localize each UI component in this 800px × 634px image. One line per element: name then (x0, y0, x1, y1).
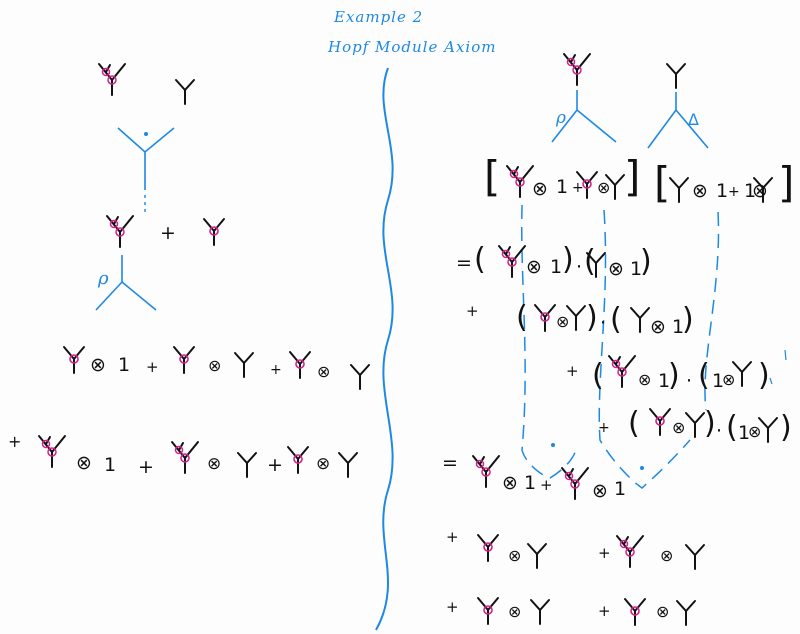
dot-product: · (600, 312, 607, 334)
right-paren: ) (704, 406, 716, 441)
plus-sign: + (598, 420, 610, 436)
tensor-symbol: ⊗ (90, 354, 106, 376)
plus-sign: + (598, 602, 611, 620)
tensor-symbol: ⊗ (316, 454, 331, 474)
tensor-symbol: ⊗ (526, 256, 542, 278)
tensor-symbol: ⊗ (317, 362, 331, 381)
plus-sign: + (146, 358, 159, 376)
one-symbol: 1 (716, 180, 729, 202)
dot-product: · (686, 370, 693, 392)
tensor-symbol: ⊗ (508, 602, 522, 621)
plus-sign: + (8, 432, 22, 451)
rho-label: ρ (556, 108, 566, 128)
plus-sign: + (267, 454, 283, 476)
plus-sign: + (540, 476, 553, 494)
tensor-symbol: ⊗ (672, 418, 686, 437)
plus-sign: + (466, 302, 479, 320)
one-symbol: 1 (658, 370, 671, 392)
one-symbol: 1 (104, 454, 117, 476)
plus-sign: + (566, 362, 579, 380)
dot-product: · (576, 256, 583, 278)
plus-sign: + (446, 528, 459, 546)
right-bracket: ] (624, 152, 641, 201)
tensor-symbol: ⊗ (660, 546, 674, 565)
rho-label: ρ (98, 268, 109, 289)
equals-sign: = (442, 452, 458, 474)
plus-sign: + (572, 180, 584, 196)
right-paren: ) (682, 302, 694, 337)
one-symbol: 1 (738, 422, 751, 444)
one-symbol: 1 (614, 478, 627, 500)
left-paren: ( (592, 358, 604, 393)
tensor-symbol: ⊗ (532, 178, 548, 200)
one-symbol: 1 (524, 472, 537, 494)
tensor-symbol: ⊗ (608, 258, 624, 280)
right-paren: ) (780, 410, 792, 445)
plus-sign: + (270, 362, 282, 378)
dot-product: · (716, 420, 723, 442)
left-paren: ( (584, 244, 596, 279)
left-paren: ( (516, 300, 528, 335)
tensor-symbol: ⊗ (692, 180, 708, 202)
plus-sign: + (446, 598, 459, 616)
tensor-symbol: ⊗ (208, 356, 222, 375)
tensor-symbol: ⊗ (650, 316, 666, 338)
equals-sign: = (456, 252, 472, 274)
left-paren: ( (726, 410, 738, 445)
tensor-symbol: ⊗ (748, 422, 762, 441)
tensor-symbol: ⊗ (752, 180, 768, 202)
one-symbol: 1 (556, 176, 569, 198)
plus-sign: + (598, 544, 611, 562)
tensor-symbol: ⊗ (508, 546, 522, 565)
tensor-symbol: ⊗ (502, 472, 518, 494)
plus-sign: + (160, 222, 176, 244)
tensor-symbol: ⊗ (76, 452, 92, 474)
plus-sign: + (728, 184, 740, 200)
one-symbol: 1 (672, 316, 685, 338)
delta-label: Δ (688, 110, 699, 129)
title-line-1: Example 2 (334, 8, 424, 26)
one-symbol: 1 (712, 370, 725, 392)
tensor-symbol: ⊗ (592, 480, 608, 502)
tensor-symbol: ⊗ (597, 178, 611, 197)
left-paren: ( (628, 406, 640, 441)
tensor-symbol: ⊗ (656, 602, 670, 621)
right-paren: ) (586, 300, 598, 335)
right-paren: ) (668, 358, 680, 393)
tensor-symbol: ⊗ (207, 454, 222, 474)
tensor-symbol: ⊗ (638, 370, 652, 389)
right-paren: ) (640, 244, 652, 279)
one-symbol: 1 (550, 256, 563, 278)
tensor-symbol: ⊗ (556, 312, 570, 331)
left-paren: ( (474, 242, 486, 277)
tensor-symbol: ⊗ (722, 370, 736, 389)
left-paren: ( (698, 358, 710, 393)
plus-sign: + (138, 456, 154, 478)
one-symbol: 1 (118, 354, 131, 376)
one-symbol: 1 (630, 258, 643, 280)
left-paren: ( (610, 302, 622, 337)
wavy-divider (375, 67, 394, 631)
left-bracket: [ (654, 158, 671, 207)
left-bracket: [ (484, 152, 501, 201)
one-symbol: 1 (744, 180, 757, 202)
right-paren: ) (562, 242, 574, 277)
right-bracket: ] (778, 158, 795, 207)
title-line-2: Hopf Module Axiom (328, 38, 497, 56)
right-paren: ) (758, 358, 770, 393)
